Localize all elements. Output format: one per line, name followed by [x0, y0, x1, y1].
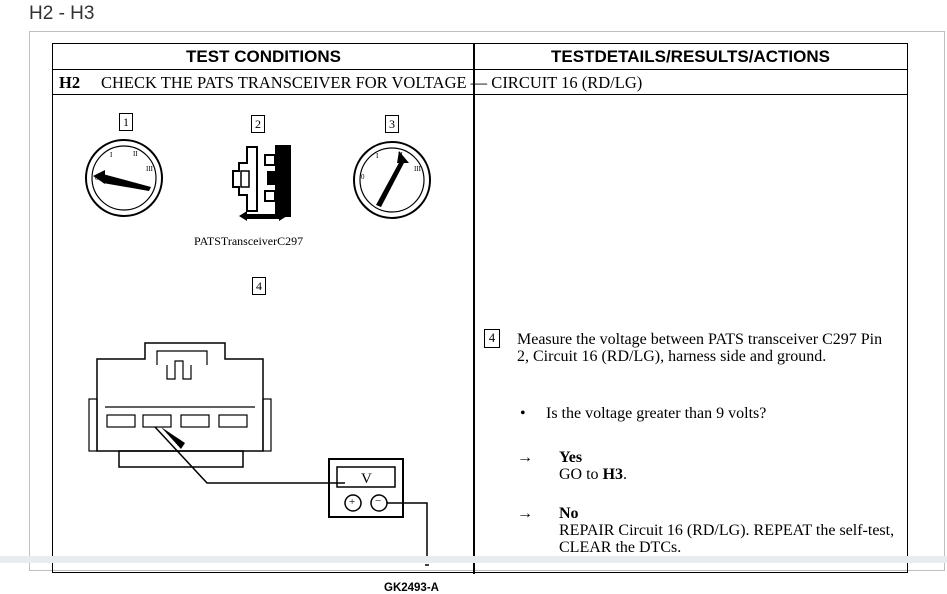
- diagnostic-sheet: TEST CONDITIONS TESTDETAILS/RESULTS/ACTI…: [52, 43, 908, 594]
- answer-yes-label: Yes: [559, 449, 583, 466]
- ignition-switch-off-icon: 0 I II III: [85, 139, 163, 217]
- column-divider: [473, 44, 475, 574]
- step-id: H2: [59, 73, 81, 92]
- answer-no-label: No: [559, 505, 579, 522]
- test-details-column: 4 Measure the voltage between PATS trans…: [475, 95, 907, 575]
- svg-text:III: III: [414, 165, 422, 173]
- harness-connector-diagram: [88, 342, 437, 566]
- page-heading: H2 - H3: [29, 3, 95, 24]
- voltmeter-plus-terminal: +: [349, 496, 356, 508]
- step-title: CHECK THE PATS TRANSCEIVER FOR VOLTAGE —…: [101, 73, 643, 92]
- ignition-switch-run-icon: 0 I II III: [353, 141, 431, 219]
- connector-disconnect-icon: [232, 145, 291, 221]
- figure-code: GK2493-A: [384, 582, 439, 594]
- question: • Is the voltage greater than 9 volts?: [520, 405, 766, 422]
- answer-yes: → Yes GO to H3.: [517, 449, 627, 483]
- bullet: •: [520, 405, 526, 422]
- arrow-icon: →: [517, 449, 533, 466]
- svg-text:I: I: [376, 152, 379, 160]
- details-callout-4: 4: [484, 329, 500, 348]
- callout-4: 4: [252, 277, 266, 295]
- header-test-conditions: TEST CONDITIONS: [186, 47, 341, 66]
- callout-1: 1: [119, 113, 133, 131]
- question-text: Is the voltage greater than 9 volts?: [546, 405, 767, 422]
- voltmeter-minus-terminal: −: [375, 495, 382, 507]
- answer-no: → No REPAIR Circuit 16 (RD/LG). REPEAT th…: [517, 505, 894, 556]
- test-conditions-figure: 1 2 3 4 0 I II III PATSTransceiverC29: [53, 95, 473, 594]
- answer-yes-action: GO to H3.: [559, 466, 628, 483]
- svg-text:III: III: [146, 165, 154, 173]
- bottom-scroll-strip: [0, 556, 947, 563]
- connector-label: PATSTransceiverC297: [194, 234, 304, 248]
- svg-text:II: II: [133, 150, 138, 158]
- callout-3: 3: [385, 115, 399, 133]
- header-test-details: TESTDETAILS/RESULTS/ACTIONS: [551, 47, 830, 66]
- voltmeter-symbol: V: [361, 471, 372, 487]
- svg-text:0: 0: [361, 173, 365, 181]
- arrow-icon: →: [517, 505, 533, 522]
- measure-instruction: Measure the voltage between PATS transce…: [517, 331, 883, 365]
- step-title-row: H2 CHECK THE PATS TRANSCEIVER FOR VOLTAG…: [53, 70, 907, 95]
- table-header-row: TEST CONDITIONS TESTDETAILS/RESULTS/ACTI…: [53, 44, 907, 70]
- svg-text:I: I: [110, 151, 113, 159]
- callout-2: 2: [251, 115, 265, 133]
- answer-no-action: REPAIR Circuit 16 (RD/LG). REPEAT the se…: [559, 522, 895, 556]
